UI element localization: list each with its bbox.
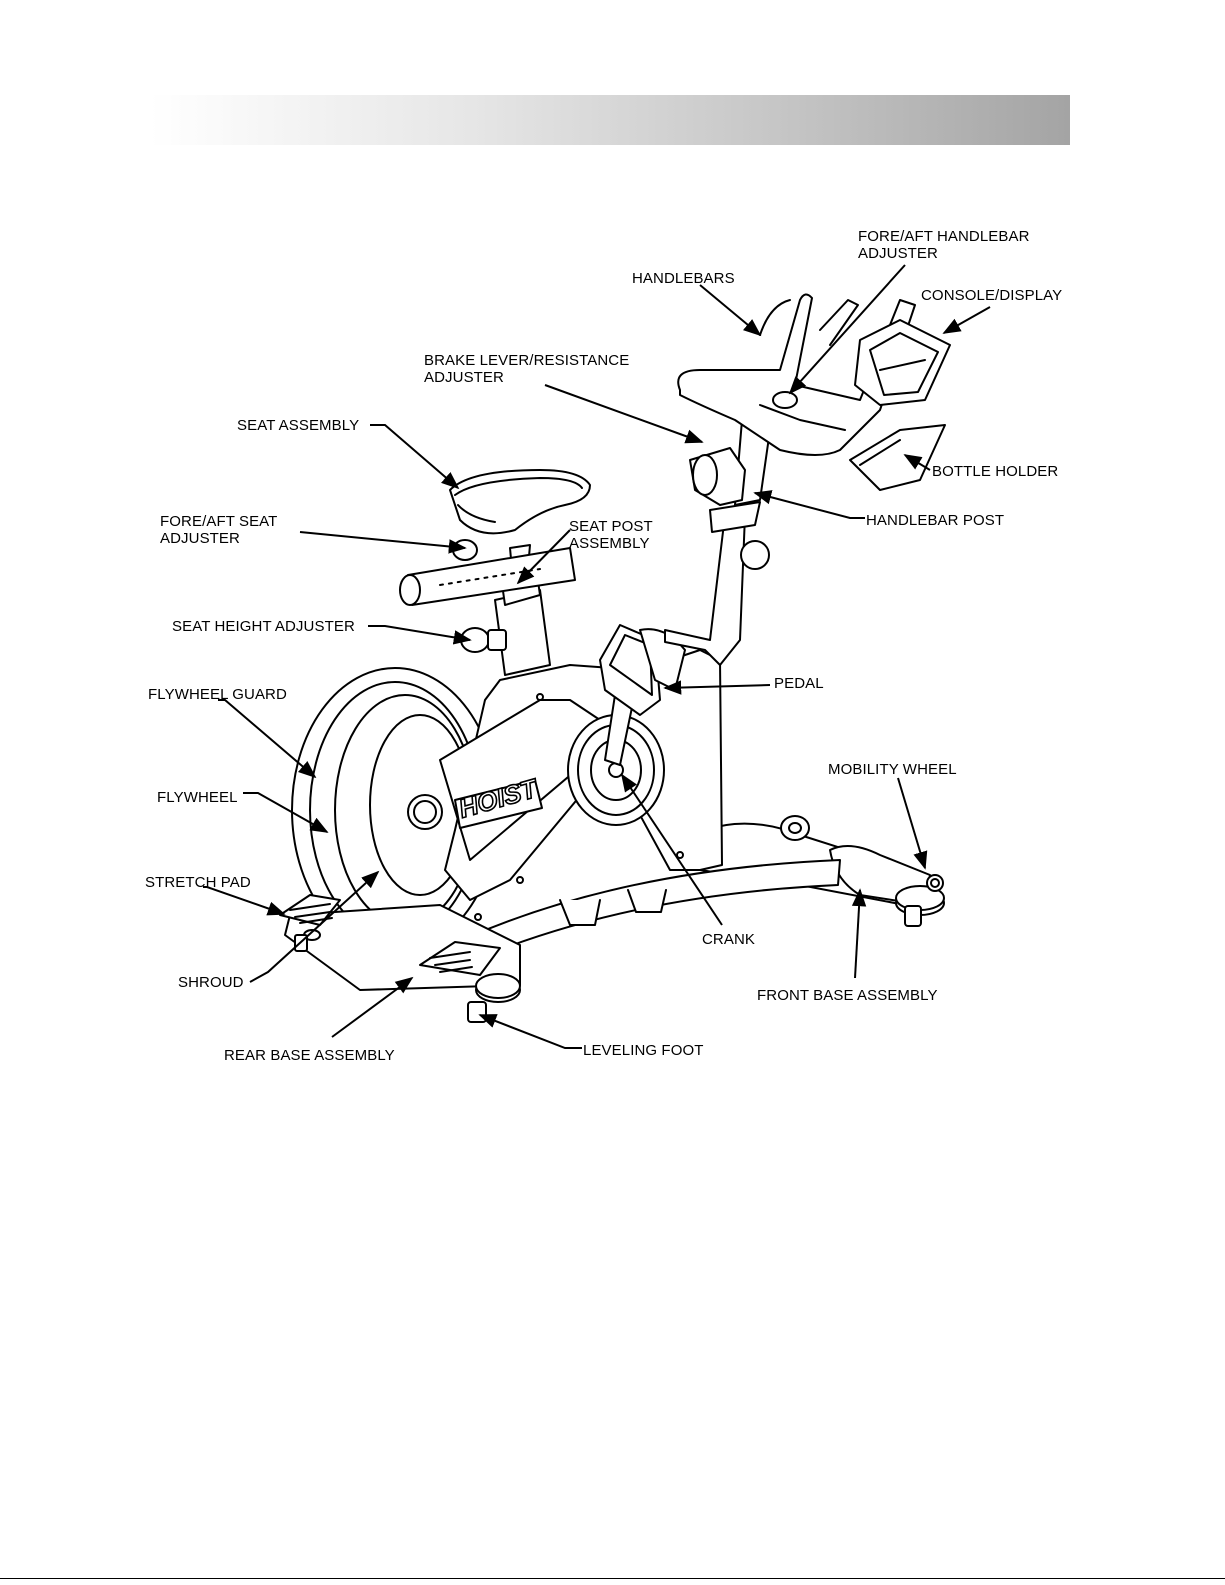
label-handlebar-post: HANDLEBAR POST [866,512,1005,529]
label-stretch-pad: STRETCH PAD [145,874,251,891]
label-bottle-holder: BOTTLE HOLDER [932,463,1059,480]
label-seat-height-adjuster: SEAT HEIGHT ADJUSTER [172,618,355,635]
leader-mobility-wheel [897,777,928,870]
leader-seat-height [368,625,472,645]
seat-rail-shape [399,539,576,606]
leader-console [942,306,991,334]
handlebar-post-shape [664,419,771,666]
seat-shape [449,469,591,535]
leader-flywheel [243,792,329,833]
label-leveling-foot: LEVELING FOOT [583,1042,704,1059]
label-mobility-wheel: MOBILITY WHEEL [828,761,957,778]
leader-fore-aft-handlebar [788,264,906,395]
console-shape [854,319,951,406]
label-seat-assembly: SEAT ASSEMBLY [237,417,360,434]
label-shroud: SHROUD [178,974,244,991]
leader-fore-aft-seat [299,531,467,554]
label-flywheel: FLYWHEEL [157,789,238,806]
leader-handlebar-post [753,490,865,519]
leader-shroud [249,870,380,983]
label-crank: CRANK [702,931,756,948]
leader-seat-post [516,529,571,585]
label-rear-base-assembly: REAR BASE ASSEMBLY [224,1047,395,1064]
page-bottom-rule [0,1578,1225,1579]
leader-rear-base [331,976,414,1038]
label-seat-post-assembly: SEAT POST ASSEMBLY [569,518,653,552]
leader-seat-assembly [370,424,460,490]
main-base-shape [429,859,841,976]
leader-flywheel-guard [218,699,317,779]
leader-stretch-pad [203,886,286,916]
label-brake-lever-resistance-adjuster: BRAKE LEVER/RESISTANCE ADJUSTER [424,352,630,386]
hoist-badge-shape [407,779,543,830]
label-console-display: CONSOLE/DISPLAY [921,287,1063,304]
leader-lines [203,264,991,1049]
label-fore-aft-handlebar-adjuster: FORE/AFT HANDLEBAR ADJUSTER [858,228,1030,262]
label-front-base-assembly: FRONT BASE ASSEMBLY [757,987,938,1004]
leader-pedal [663,680,771,695]
rear-base-shape [279,894,521,1023]
bottle-holder-shape [849,424,946,491]
label-fore-aft-seat-adjuster: FORE/AFT SEAT ADJUSTER [160,513,278,547]
label-flywheel-guard: FLYWHEEL GUARD [148,686,287,703]
leader-brake-lever [544,384,704,444]
leader-leveling-foot [478,1014,582,1049]
label-pedal: PEDAL [774,675,824,692]
leader-crank [621,773,723,926]
header-bar [150,95,1070,145]
leader-bottle-holder [903,454,931,471]
leader-front-base [851,888,867,979]
label-handlebars: HANDLEBARS [632,270,735,287]
handlebars-shape [677,293,916,456]
bike-illustration [279,293,951,1023]
leader-handlebars [699,284,762,337]
